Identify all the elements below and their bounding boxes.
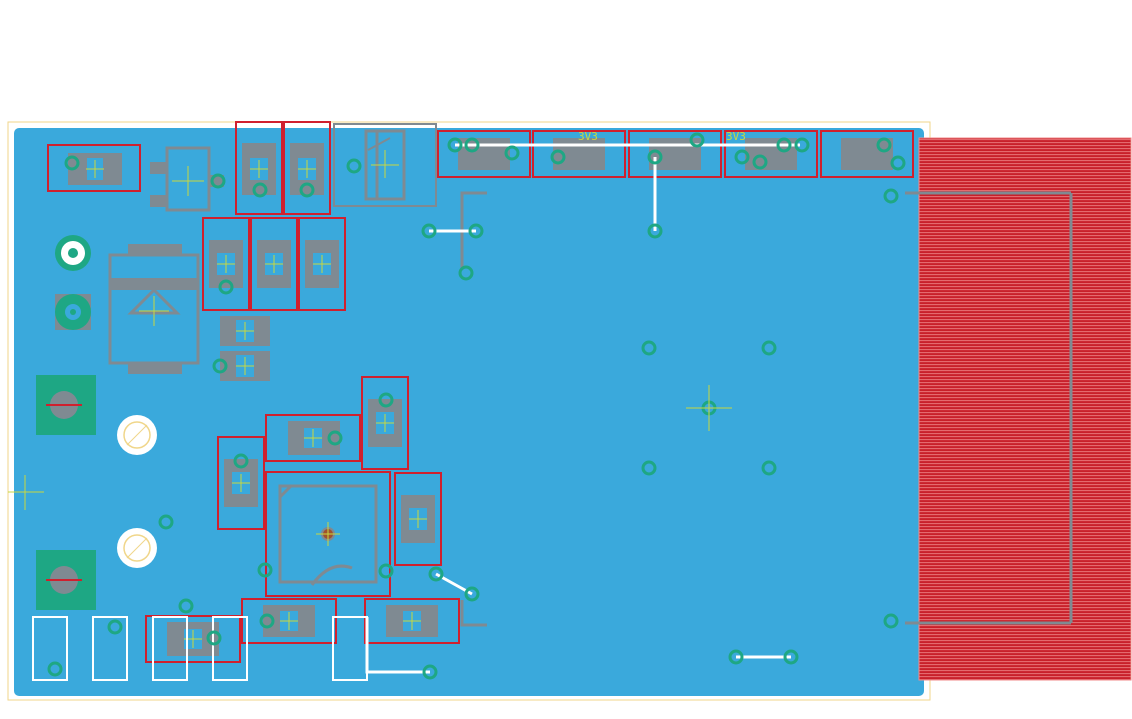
net-label-3v3-b: 3V3 — [726, 130, 746, 143]
component-c8[interactable] — [394, 472, 442, 566]
component-c5[interactable] — [298, 217, 346, 311]
silk-bracket — [460, 191, 487, 627]
component-r5[interactable] — [145, 615, 241, 663]
edge-connector-outline — [918, 137, 1132, 681]
top-row-components[interactable] — [437, 130, 914, 178]
net-label-3v3-a: 3V3 — [578, 130, 598, 143]
component-r3[interactable] — [220, 351, 270, 381]
th-pad-1[interactable] — [55, 235, 91, 271]
mounting-hole-1 — [117, 415, 157, 455]
component-c6[interactable] — [265, 414, 361, 462]
component-q1[interactable] — [150, 146, 224, 212]
crosshair-icon — [8, 475, 44, 510]
component-u1[interactable] — [265, 471, 391, 597]
test-points — [32, 616, 368, 681]
component-r7[interactable] — [364, 598, 460, 644]
component-d1[interactable] — [333, 123, 437, 207]
component-c2[interactable] — [283, 121, 331, 215]
edge-connector — [919, 138, 1131, 680]
component-c4[interactable] — [250, 217, 298, 311]
mounting-hole-2 — [117, 528, 157, 568]
copper-pour — [14, 128, 924, 696]
component-c1[interactable] — [235, 121, 283, 215]
component-r2[interactable] — [220, 316, 270, 346]
connector-pad-bottom[interactable] — [36, 550, 96, 610]
via-icon — [47, 132, 906, 680]
board-center-crosshair — [686, 385, 732, 431]
th-pad-2[interactable] — [55, 294, 91, 330]
connector-pad-top[interactable] — [36, 375, 96, 435]
component-d2[interactable] — [108, 244, 200, 374]
component-r1[interactable] — [47, 144, 141, 192]
